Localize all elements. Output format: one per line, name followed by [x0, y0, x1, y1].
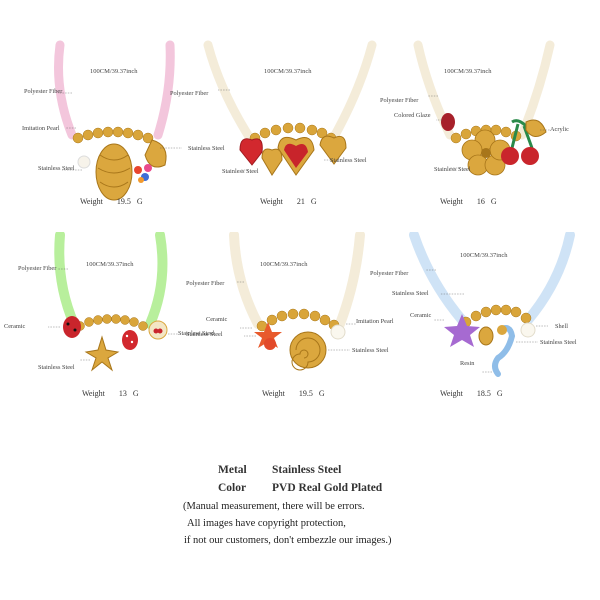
- weight-unit: G: [496, 389, 503, 398]
- weight-value: 16: [476, 197, 485, 206]
- note-line-3: if not our customers, don't embezzle our…: [184, 535, 392, 546]
- product-panel-4: 100CM/39.37inch Polyester Fiber Ceramic …: [4, 232, 215, 412]
- length-label: 100CM/39.37inch: [260, 261, 308, 268]
- weight-unit: G: [310, 197, 317, 206]
- necklace-green-ladybug-image: [48, 232, 178, 372]
- weight-value: 19.5: [116, 197, 131, 206]
- product-panel-2: 100CM/39.37inch Polyester Fiber Stainles…: [170, 40, 390, 220]
- weight-readout: Weight 21 G: [260, 197, 317, 206]
- weight-unit: G: [490, 197, 497, 206]
- weight-label: Weight: [440, 389, 463, 398]
- weight-readout: Weight 19.5 G: [262, 389, 325, 398]
- material-label-stainless-steel: Stainless Steel: [38, 165, 75, 172]
- material-label-stainless-steel: Stainless Steel: [222, 168, 259, 175]
- spec-metal: Metal Stainless Steel: [218, 464, 341, 476]
- product-panel-3: 100CM/39.37inch Polyester Fiber Colored …: [380, 40, 590, 220]
- material-label-stainless-steel: Stainless Steel: [178, 330, 215, 337]
- weight-readout: Weight 13 G: [82, 389, 139, 398]
- material-label-imitation-pearl: Imitation Pearl: [22, 125, 60, 132]
- material-label-colored-glaze: Colored Glaze: [394, 112, 431, 119]
- weight-value: 13: [118, 389, 127, 398]
- necklace-seahorse-image: [409, 232, 575, 377]
- material-label-resin: Resin: [460, 360, 475, 367]
- necklace-nautilus-image: [229, 232, 365, 371]
- spec-metal-value: Stainless Steel: [272, 464, 342, 476]
- note-line-1: (Manual measurement, there will be error…: [183, 501, 365, 512]
- material-label-acrylic: Acrylic: [550, 126, 569, 133]
- spec-color-value: PVD Real Gold Plated: [272, 482, 383, 494]
- note-line-2: All images have copyright protection,: [187, 518, 346, 529]
- weight-unit: G: [132, 389, 139, 398]
- material-label-stainless-steel: Stainless Steel: [434, 166, 471, 173]
- length-label: 100CM/39.37inch: [86, 261, 134, 268]
- necklace-heart-image: [203, 40, 377, 176]
- weight-label: Weight: [262, 389, 285, 398]
- material-label-polyester-fiber: Polyester Fiber: [380, 97, 419, 104]
- weight-label: Weight: [260, 197, 283, 206]
- material-label-polyester-fiber: Polyester Fiber: [186, 280, 225, 287]
- material-label-polyester-fiber: Polyester Fiber: [370, 270, 409, 277]
- material-label-polyester-fiber: Polyester Fiber: [18, 265, 57, 272]
- material-label-stainless-steel: Stainless Steel: [392, 290, 429, 297]
- spec-color-key: Color: [218, 482, 247, 494]
- length-label: 100CM/39.37inch: [460, 252, 508, 259]
- weight-label: Weight: [80, 197, 103, 206]
- length-label: 100CM/39.37inch: [264, 68, 312, 75]
- weight-value: 18.5: [476, 389, 491, 398]
- weight-unit: G: [136, 197, 143, 206]
- necklace-cherry-image: [413, 40, 555, 176]
- product-panel-1: 100CM/39.37inch Polyester Fiber Imitatio…: [10, 40, 225, 220]
- weight-label: Weight: [82, 389, 105, 398]
- material-label-stainless-steel: Stainless Steel: [186, 331, 223, 338]
- product-panel-6: 100CM/39.37inch Polyester Fiber Stainles…: [370, 232, 590, 412]
- length-label: 100CM/39.37inch: [444, 68, 492, 75]
- material-label-stainless-steel: Stainless Steel: [352, 347, 389, 354]
- material-label-shell: Shell: [555, 323, 568, 330]
- weight-readout: Weight 18.5 G: [440, 389, 503, 398]
- weight-value: 21: [296, 197, 305, 206]
- length-label: 100CM/39.37inch: [90, 68, 138, 75]
- weight-readout: Weight 16 G: [440, 197, 497, 206]
- material-label-polyester-fiber: Polyester Fiber: [24, 88, 63, 95]
- weight-unit: G: [318, 389, 325, 398]
- material-label-imitation-pearl: Imitation Pearl: [356, 318, 394, 325]
- spec-metal-key: Metal: [218, 464, 247, 476]
- material-label-stainless-steel: Stainless Steel: [540, 339, 577, 346]
- weight-readout: Weight 19.5 G: [80, 197, 143, 206]
- necklace-pink-shell-image: [54, 40, 182, 201]
- weight-label: Weight: [440, 197, 463, 206]
- material-label-ceramic: Ceramic: [206, 316, 228, 323]
- material-label-stainless-steel: Stainless Steel: [188, 145, 225, 152]
- spec-color: Color PVD Real Gold Plated: [218, 482, 382, 494]
- material-label-polyester-fiber: Polyester Fiber: [170, 90, 209, 97]
- material-label-ceramic: Ceramic: [4, 323, 26, 330]
- product-panel-5: 100CM/39.37inch Polyester Fiber Ceramic …: [186, 232, 394, 412]
- material-label-ceramic: Ceramic: [410, 312, 432, 319]
- weight-value: 19.5: [298, 389, 313, 398]
- material-label-stainless-steel: Stainless Steel: [330, 157, 367, 164]
- material-label-stainless-steel: Stainless Steel: [38, 364, 75, 371]
